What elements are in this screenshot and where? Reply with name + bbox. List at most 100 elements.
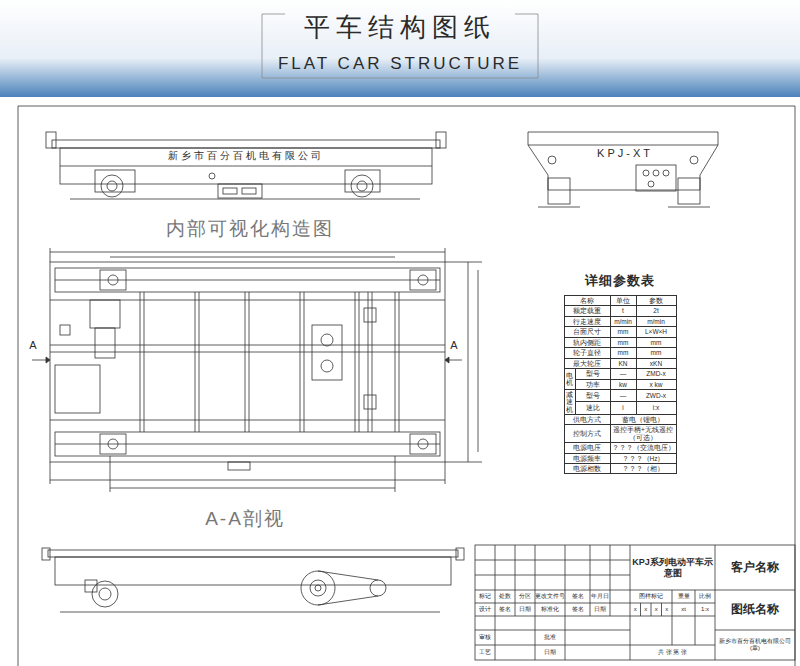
table-cell: 最大轮压 bbox=[564, 358, 610, 368]
title-grid bbox=[495, 616, 496, 660]
table-text: 电源电压 bbox=[566, 444, 609, 451]
title-cell: x bbox=[662, 603, 673, 616]
table-text: — bbox=[612, 370, 635, 377]
table-cell: ZMD-x bbox=[636, 369, 676, 379]
title-cell: 签名 bbox=[495, 603, 515, 616]
table-text: 速比 bbox=[577, 404, 609, 411]
table-row: 最大轮压KNxKN bbox=[564, 358, 676, 368]
table-cell: 行走速度 bbox=[564, 316, 610, 326]
title-grid bbox=[475, 560, 630, 561]
table-cell: 电源相数 bbox=[564, 463, 610, 473]
plan-frame bbox=[50, 262, 445, 462]
table-cell: 电源频率 bbox=[564, 453, 610, 463]
table-cell: x kw bbox=[636, 379, 676, 389]
table-row: 控制方式遥控手柄+无线遥控（可选） bbox=[564, 425, 676, 443]
header-bracket bbox=[515, 14, 538, 15]
header-bracket bbox=[262, 78, 538, 79]
view-heading: A-A剖视 bbox=[180, 506, 310, 532]
plan-wheel-hub bbox=[418, 439, 428, 449]
long-member bbox=[50, 352, 445, 353]
title-cell: 批准 bbox=[535, 630, 565, 645]
cross-member bbox=[399, 292, 400, 432]
wheel-hub bbox=[107, 181, 117, 191]
header-bracket bbox=[262, 14, 263, 78]
title-cell: x bbox=[641, 603, 652, 616]
table-cell: i bbox=[610, 402, 636, 414]
button bbox=[648, 181, 654, 187]
table-cell: t bbox=[610, 306, 636, 316]
table-cell: 名称 bbox=[564, 296, 610, 306]
page-subtitle: FLAT CAR STRUCTURE bbox=[250, 52, 550, 76]
control-box bbox=[218, 184, 262, 198]
table-cell: 单位 bbox=[610, 296, 636, 306]
title-grid bbox=[565, 616, 566, 660]
table-text: 减速机 bbox=[566, 391, 573, 412]
cross-member bbox=[304, 292, 305, 432]
gear bbox=[321, 334, 333, 346]
control-panel bbox=[636, 165, 676, 191]
section-hub bbox=[99, 588, 111, 600]
extension-line bbox=[445, 462, 482, 463]
section-arrowhead bbox=[445, 357, 449, 363]
long-member bbox=[50, 345, 445, 346]
table-cell: 供电方式 bbox=[564, 414, 610, 424]
dimension-line bbox=[110, 488, 395, 489]
table-cell: ZWD-x bbox=[636, 390, 676, 402]
title-cell: xt bbox=[672, 603, 695, 616]
table-text: 电源频率 bbox=[566, 455, 609, 462]
title-grid bbox=[672, 590, 673, 645]
table-row: 轨内侧距mmmm bbox=[564, 337, 676, 347]
title-grid bbox=[715, 630, 795, 631]
plan-wheel bbox=[100, 270, 126, 290]
table-row: 行走速度m/minm/min bbox=[564, 316, 676, 326]
title-grid bbox=[630, 545, 631, 660]
rail-beam bbox=[55, 268, 440, 292]
table-cell: 型号 bbox=[575, 369, 610, 379]
table-cell: m/min bbox=[610, 316, 636, 326]
axle bbox=[368, 292, 369, 432]
table-heading: 详细参数表 bbox=[562, 272, 678, 290]
battery-box bbox=[55, 365, 100, 413]
body-label: KPJ-XT bbox=[560, 147, 690, 159]
gearbox bbox=[312, 325, 342, 380]
table-text: 名称 bbox=[566, 297, 609, 304]
button bbox=[643, 170, 649, 176]
table-cell: 台面尺寸 bbox=[564, 327, 610, 337]
sprocket bbox=[370, 580, 386, 596]
title-cell: 年月日 bbox=[590, 590, 610, 603]
table-text: 电机 bbox=[566, 372, 573, 386]
sheet-name: 图纸名称 bbox=[716, 591, 794, 629]
extension-line bbox=[445, 462, 446, 484]
bumper bbox=[46, 132, 56, 148]
drawing-name: KPJ系列电动平车示意图 bbox=[631, 546, 714, 589]
table-text: 台面尺寸 bbox=[566, 328, 609, 335]
title-cell: 设计 bbox=[475, 603, 495, 616]
plan-tab bbox=[228, 462, 250, 470]
table-cell: 参数 bbox=[636, 296, 676, 306]
table-cell: 蓄电（锂电） bbox=[610, 414, 676, 424]
car-side-view: 新乡市百分百机电有限公司 bbox=[60, 149, 432, 163]
table-cell: mm bbox=[636, 337, 676, 347]
table-cell: mm bbox=[636, 348, 676, 358]
dimension-line bbox=[50, 480, 445, 481]
table-text: m/min bbox=[612, 318, 635, 325]
wheel-housing bbox=[345, 170, 380, 192]
control-slot bbox=[242, 188, 256, 194]
header-bracket bbox=[538, 14, 539, 78]
table-row: 供电方式蓄电（锂电） bbox=[564, 414, 676, 424]
header-band bbox=[0, 0, 800, 97]
table-row: 电源相数？？？（相） bbox=[564, 463, 676, 473]
gear bbox=[321, 360, 333, 372]
table-cell: 遥控手柄+无线遥控（可选） bbox=[610, 425, 676, 443]
title-grid bbox=[610, 545, 611, 616]
table-text: 蓄电（锂电） bbox=[612, 416, 675, 423]
title-grid bbox=[630, 590, 715, 591]
section-arrowhead bbox=[46, 357, 50, 363]
table-cell: 2t bbox=[636, 306, 676, 316]
table-text: 电源相数 bbox=[566, 465, 609, 472]
title-cell: 分区 bbox=[515, 590, 535, 603]
button bbox=[653, 170, 659, 176]
cross-member bbox=[359, 292, 360, 432]
plan-wheel-hub bbox=[108, 439, 118, 449]
title-grid bbox=[475, 645, 630, 646]
